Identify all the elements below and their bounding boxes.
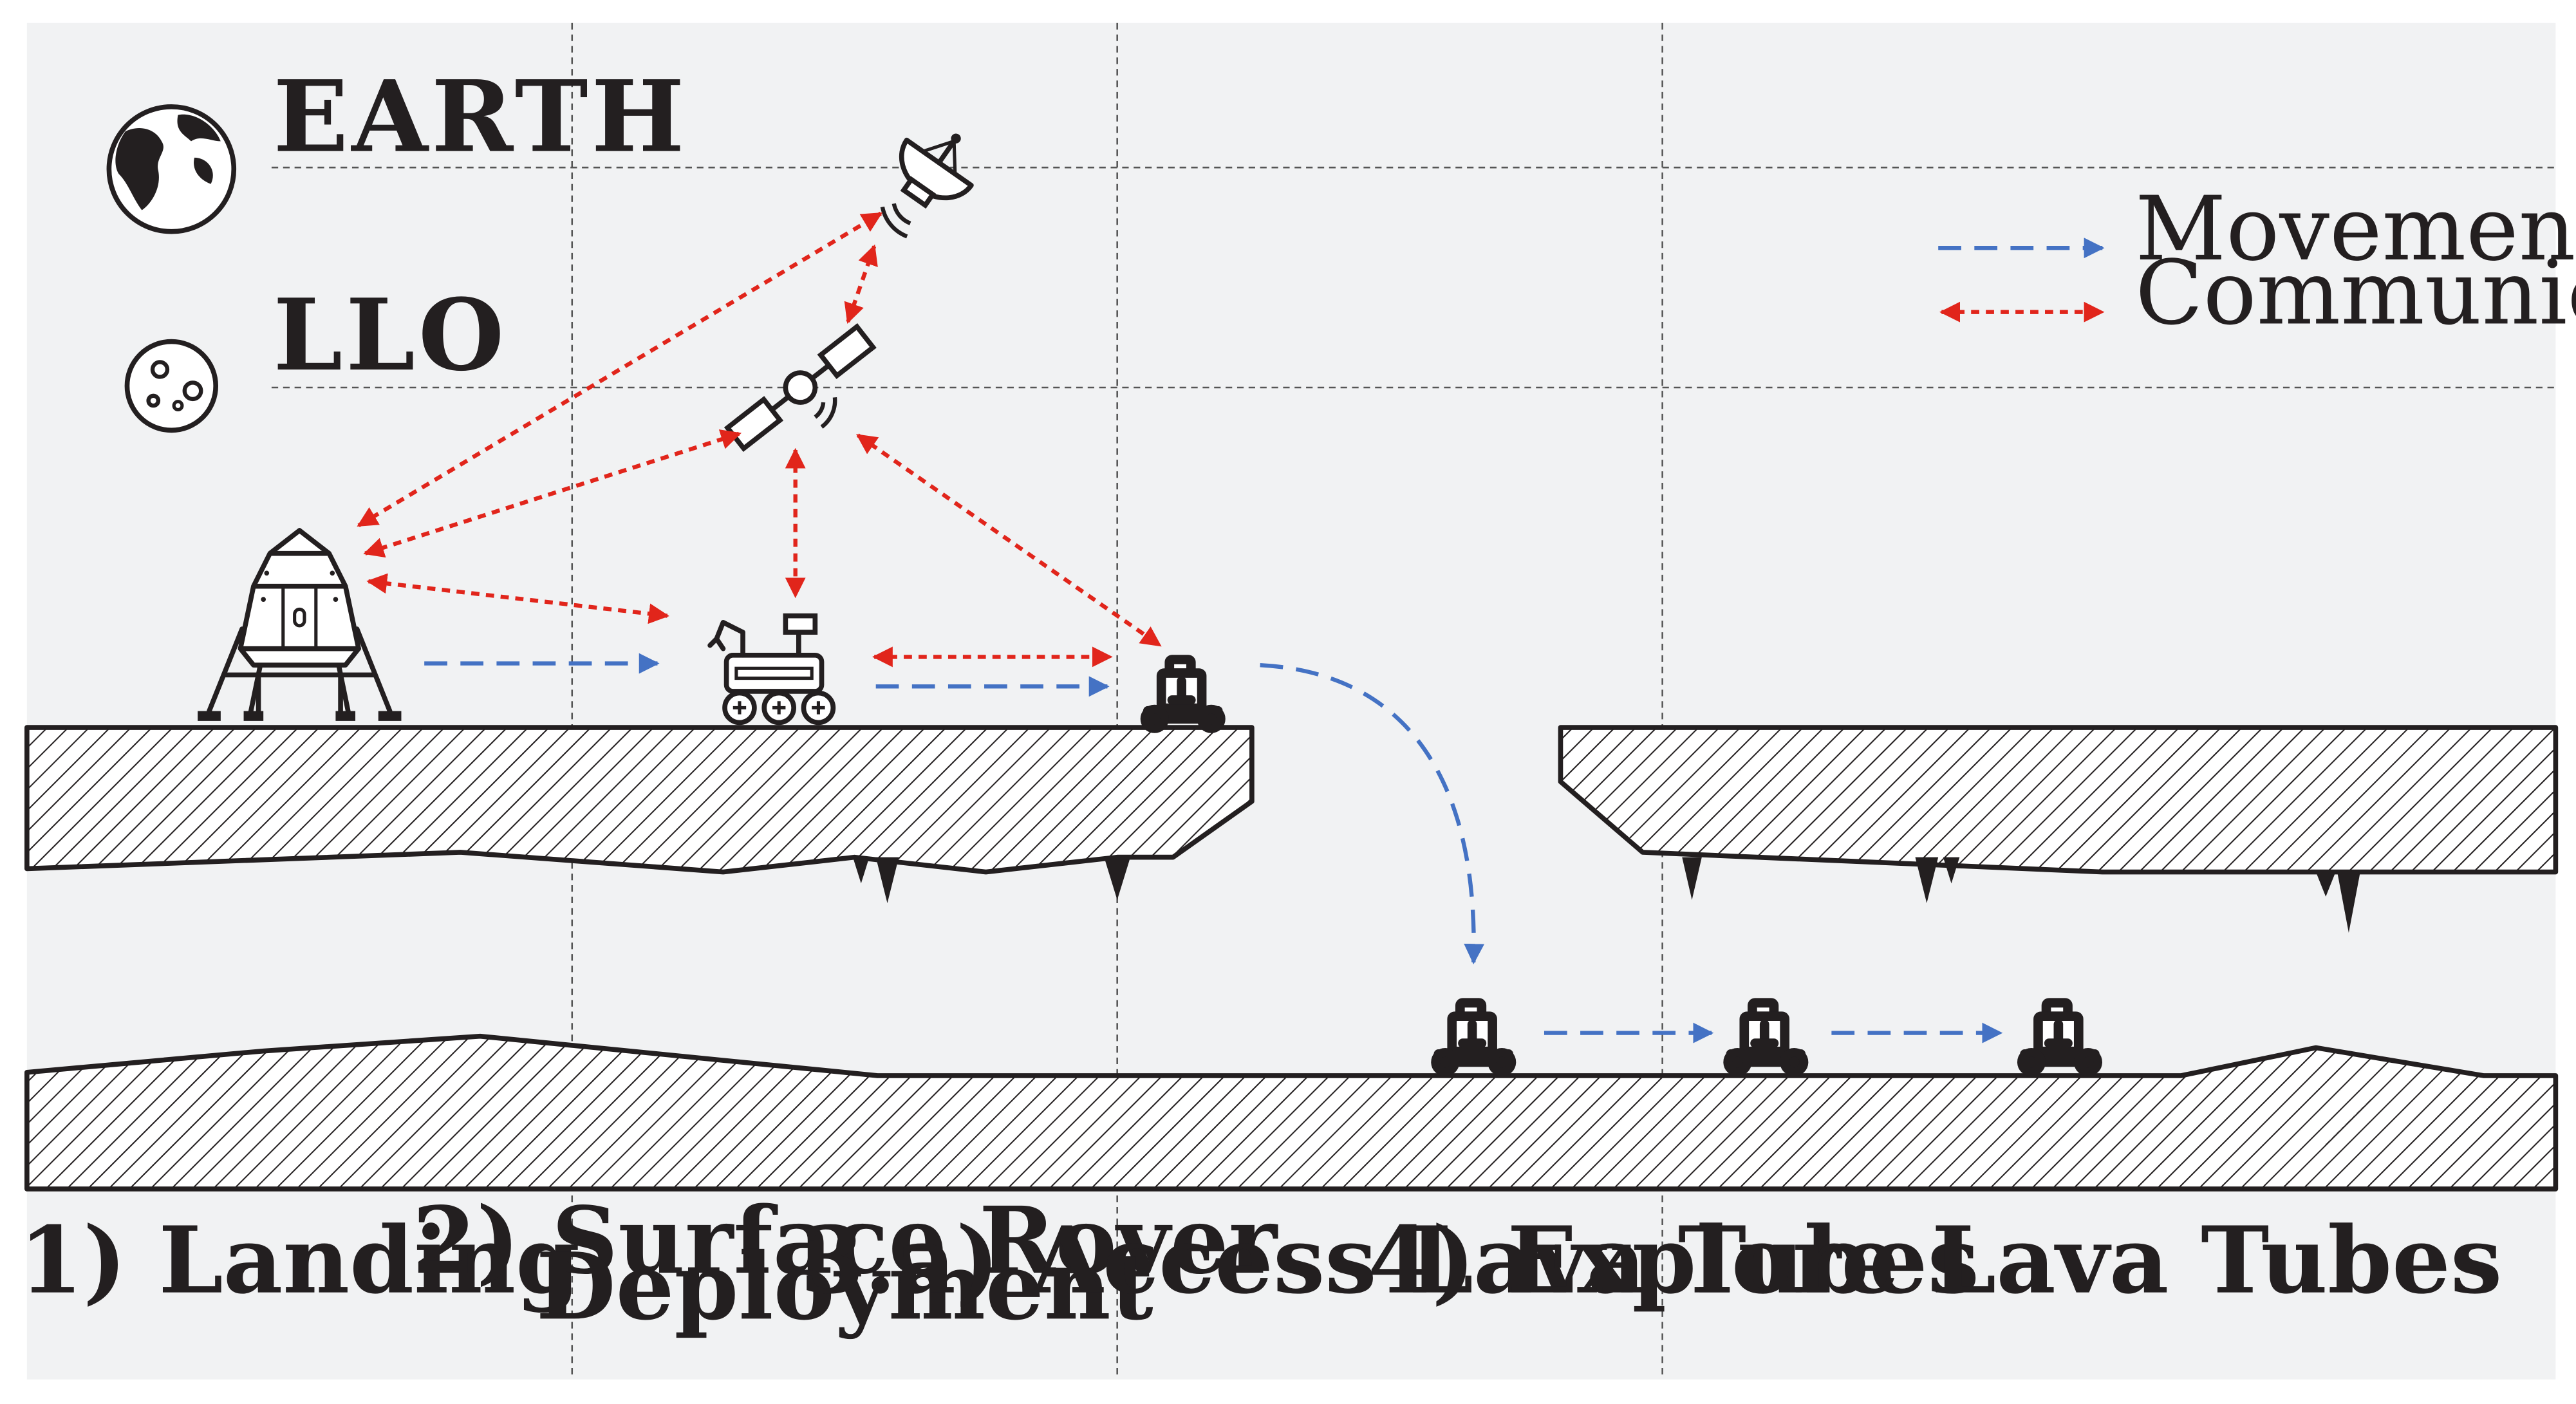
legend-communication-label: Communication	[2135, 242, 2576, 345]
globe-icon	[106, 104, 237, 234]
surface-rover-icon	[707, 613, 836, 725]
movement-paths	[424, 653, 2003, 1044]
phase-label-access: 3.a) Access Lava Tubes	[800, 1206, 1979, 1315]
lunar-lander-icon	[198, 528, 402, 721]
move-descend-into-tube	[1260, 662, 1485, 965]
llo-layer-label: LLO	[273, 277, 507, 393]
stalactites	[852, 857, 2360, 933]
satellite-dish-icon	[880, 133, 974, 239]
comm-orbiter-small-rover	[856, 433, 1162, 648]
lava-tube-floor	[24, 1033, 2559, 1192]
comm-lander-orbiter	[363, 429, 742, 558]
legend-movement-label: Movement	[2135, 178, 2576, 281]
comm-lander-rover	[366, 573, 669, 624]
comm-lander-relay	[357, 211, 883, 528]
lunar-surface-left	[24, 725, 1255, 875]
phase-label-landing: 1) Landing	[19, 1206, 580, 1315]
phase-label-explore: 4) Explore Lava Tubes	[1368, 1206, 2503, 1315]
earth-layer-label: EARTH	[273, 59, 687, 175]
legend: Movement Communication	[1938, 178, 2576, 345]
phase-label-rover-line2: Deployment	[536, 1232, 1153, 1340]
lunar-surface-right	[1558, 725, 2559, 875]
moon-icon	[124, 339, 219, 433]
phase-label-rover-line1: 2) Surface Rover	[412, 1186, 1278, 1295]
communication-links	[357, 211, 1162, 668]
comm-orbiter-relay	[844, 244, 878, 324]
